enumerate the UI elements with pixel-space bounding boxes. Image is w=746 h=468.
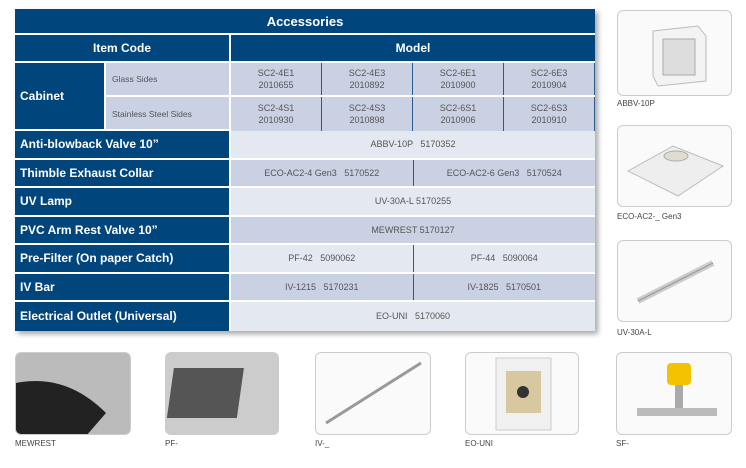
abbv-image <box>617 10 732 96</box>
table-row: PVC Arm Rest Valve 10”MEWREST 5170127 <box>15 216 595 245</box>
row-label: Thimble Exhaust Collar <box>15 159 231 186</box>
model-cell: PF-44 5090064 <box>413 245 595 272</box>
model-name: SC2-6E3 <box>530 68 568 78</box>
model-cell: SC2-6E3 2010904 <box>504 63 595 95</box>
model-code: 2010898 <box>349 115 385 125</box>
model-name: SC2-4S1 <box>257 103 295 113</box>
model-cell: ECO-AC2-4 Gen3 5170522 <box>231 159 414 186</box>
model-cell: EO-UNI 5170060 <box>231 302 595 331</box>
model-name: SC2-6E1 <box>439 68 477 78</box>
model-code: 2010900 <box>440 80 476 90</box>
model-cell: SC2-4S1 2010930 <box>231 97 322 131</box>
row-label: Electrical Outlet (Universal) <box>15 302 231 331</box>
model-cell: IV-1215 5170231 <box>231 273 414 300</box>
sf-image <box>616 352 732 435</box>
model-name: SC2-4E1 <box>257 68 295 78</box>
abbv-caption: ABBV-10P <box>617 99 655 108</box>
model-code: 2010892 <box>349 80 385 90</box>
table-row: Anti-blowback Valve 10”ABBV-10P 5170352 <box>15 131 595 160</box>
row-label: IV Bar <box>15 273 231 300</box>
model-code: 2010655 <box>258 80 294 90</box>
item-code-header: Item Code <box>15 35 231 61</box>
cabinet-model-row: SC2-4S1 2010930 SC2-4S3 2010898 SC2-6S1 20109… <box>231 97 595 131</box>
cabinet-row: Cabinet Glass Sides Stainless Steel Side… <box>15 63 595 131</box>
table-row: Electrical Outlet (Universal)EO-UNI 5170… <box>15 302 595 331</box>
row-label: Pre-Filter (On paper Catch) <box>15 245 231 272</box>
model-cell: ABBV-10P 5170352 <box>231 131 595 158</box>
model-cell: SC2-6S3 2010910 <box>504 97 595 131</box>
glass-sides-label: Glass Sides <box>106 63 229 97</box>
prefilter-image <box>165 352 279 435</box>
row-label: UV Lamp <box>15 188 231 215</box>
sf-caption: SF- <box>616 439 629 448</box>
model-name: SC2-4S3 <box>348 103 386 113</box>
cabinet-model-row: SC2-4E1 2010655 SC2-4E3 2010892 SC2-6E1 20109… <box>231 63 595 97</box>
cabinet-label: Cabinet <box>15 63 106 129</box>
model-name: SC2-6S1 <box>439 103 477 113</box>
iv-caption: IV-_ <box>315 439 330 448</box>
model-cell: PF-42 5090062 <box>231 245 414 272</box>
table-row: Pre-Filter (On paper Catch)PF-42 5090062… <box>15 245 595 274</box>
steel-sides-label: Stainless Steel Sides <box>112 109 192 119</box>
model-header: Model <box>231 35 595 61</box>
eco-caption: ECO-AC2-_ Gen3 <box>617 212 682 221</box>
model-code: 2010910 <box>531 115 567 125</box>
accessories-table: Accessories Item Code Model Cabinet Glas… <box>15 9 595 331</box>
eco-image <box>617 125 732 207</box>
mewrest-caption: MEWREST <box>15 439 56 448</box>
outlet-image <box>465 352 579 435</box>
model-code: 2010904 <box>531 80 567 90</box>
uv-caption: UV-30A-L <box>617 328 652 337</box>
model-name: SC2-4E3 <box>348 68 386 78</box>
model-cell: SC2-4S3 2010898 <box>322 97 413 131</box>
model-cell: SC2-6E1 2010900 <box>413 63 504 95</box>
eo-caption: EO-UNI <box>465 439 493 448</box>
table-title: Accessories <box>15 9 595 35</box>
row-label: PVC Arm Rest Valve 10” <box>15 216 231 243</box>
mewrest-image <box>15 352 131 435</box>
pf-caption: PF- <box>165 439 178 448</box>
model-cell: MEWREST 5170127 <box>231 216 595 243</box>
model-code: 2010906 <box>440 115 476 125</box>
model-cell: SC2-6S1 2010906 <box>413 97 504 131</box>
model-cell: IV-1825 5170501 <box>413 273 595 300</box>
model-cell: UV-30A-L 5170255 <box>231 188 595 215</box>
row-label: Anti-blowback Valve 10” <box>15 131 231 158</box>
model-cell: SC2-4E1 2010655 <box>231 63 322 95</box>
iv-bar-image <box>315 352 431 435</box>
model-code: 2010930 <box>258 115 294 125</box>
model-cell: ECO-AC2-6 Gen3 5170524 <box>413 159 595 186</box>
model-name: SC2-6S3 <box>530 103 568 113</box>
model-cell: SC2-4E3 2010892 <box>322 63 413 95</box>
uv-lamp-image <box>617 240 732 322</box>
